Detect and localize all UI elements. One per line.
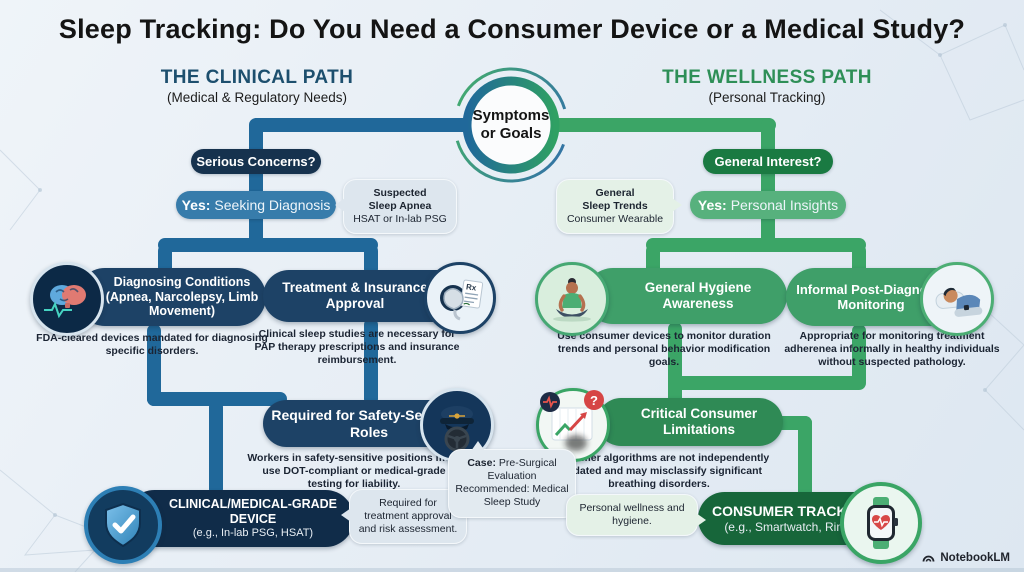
personal-insights-pill: Yes: Personal Insights — [690, 191, 846, 219]
symptoms-or-goals-label: Symptoms or Goals — [441, 55, 581, 195]
brain-icon — [30, 262, 104, 336]
pre-surgical-case-callout: Case: Pre-Surgical Evaluation Recommende… — [448, 441, 576, 518]
serious-concerns-label: Serious Concerns? — [196, 154, 316, 169]
callout-text: Personal wellness and hygiene. — [579, 502, 685, 528]
personal-wellness-callout: Personal wellness and hygiene. — [566, 494, 706, 537]
cpap-rx-icon: Rx — [424, 262, 496, 334]
flow-line-clinical-main — [249, 118, 263, 250]
general-hygiene-label: General Hygiene Awareness — [644, 280, 752, 311]
case-text: Pre-Surgical Evaluation Recommended: Med… — [455, 457, 569, 509]
center-line1: Symptoms — [472, 107, 550, 124]
svg-text:?: ? — [590, 393, 598, 408]
informal-monitoring-desc: Appropriate for monitoring treatment adh… — [784, 330, 1000, 368]
clinical-device-sublabel: (e.g., In-lab PSG, HSAT) — [192, 527, 314, 540]
treatment-insurance-label: Treatment & Insurance Approval — [282, 280, 428, 311]
critical-limitations-label: Critical Consumer Limitations — [640, 406, 758, 437]
page-title: Sleep Tracking: Do You Need a Consumer D… — [58, 14, 966, 44]
serious-concerns-pill: Serious Concerns? — [191, 149, 321, 174]
clinical-device-pill: CLINICAL/MEDICAL-GRADE DEVICE (e.g., In-… — [126, 490, 354, 547]
general-interest-label: General Interest? — [714, 154, 822, 169]
diagnosing-conditions-label: Diagnosing Conditions (Apnea, Narcolepsy… — [105, 274, 259, 319]
critical-limitations-pill: Critical Consumer Limitations — [597, 398, 783, 446]
flow-line-to-device — [209, 400, 223, 496]
general-hygiene-pill: General Hygiene Awareness — [585, 268, 787, 324]
flow-line-elbow-to-safety — [147, 392, 287, 406]
clinical-path-subtitle: (Medical & Regulatory Needs) — [166, 90, 348, 105]
flow-line-to-tracker — [798, 416, 812, 500]
callout-line: General — [595, 187, 635, 199]
general-hygiene-desc: Use consumer devices to monitor duration… — [557, 330, 771, 368]
bottom-edge-strip — [0, 568, 1024, 572]
callout-line: Sleep Trends — [582, 200, 648, 213]
flow-line-clinical-branch — [158, 238, 378, 252]
seeking-diagnosis-pill: Yes: Seeking Diagnosis — [176, 191, 336, 219]
flow-line-informal-down — [852, 324, 866, 388]
consumer-tracker-label: CONSUMER TRACKER — [712, 502, 866, 519]
flow-line-wellness-top — [552, 118, 776, 132]
callout-line: Consumer Wearable — [566, 213, 664, 226]
wellness-path-title: THE WELLNESS PATH — [662, 67, 872, 88]
wellness-path-header: THE WELLNESS PATH (Personal Tracking) — [612, 67, 922, 105]
symptoms-or-goals-node: Symptoms or Goals — [441, 55, 581, 195]
notebooklm-brand: NotebookLM — [921, 550, 1010, 565]
suspected-sleep-apnea-callout: Suspected Sleep Apnea HSAT or In-lab PSG — [335, 179, 457, 235]
sleep-trends-callout: General Sleep Trends Consumer Wearable — [556, 179, 682, 235]
safety-roles-desc: Workers in safety-sensitive positions mu… — [247, 452, 461, 490]
yes-prefix: Yes: — [697, 197, 727, 213]
clinical-path-header: THE CLINICAL PATH (Medical & Regulatory … — [102, 67, 412, 105]
general-interest-pill: General Interest? — [703, 149, 833, 174]
shield-check-icon — [84, 486, 162, 564]
symptoms-circle-graphic — [453, 67, 569, 183]
wellness-path-subtitle: (Personal Tracking) — [708, 90, 826, 105]
informal-monitoring-label: Informal Post-Diagnosis Monitoring — [796, 281, 946, 312]
treatment-approval-callout: Required for treatment approval and risk… — [341, 489, 467, 545]
callout-text: Required for treatment approval and risk… — [358, 497, 458, 536]
consumer-tracker-sublabel: (e.g., Smartwatch, Ring) — [724, 520, 854, 535]
critical-limitations-desc: Consumer algorithms are not independentl… — [548, 452, 770, 490]
flow-line-diagnosing-down — [147, 324, 161, 406]
personal-insights-label: Personal Insights — [730, 197, 839, 213]
center-line2: or Goals — [480, 125, 542, 142]
flow-line-treatment-down — [364, 318, 378, 406]
diagnosing-conditions-desc: FDA-cleared devices mandated for diagnos… — [36, 332, 268, 357]
clinical-device-label: CLINICAL/MEDICAL-GRADE DEVICE — [168, 496, 338, 526]
flow-line-clinical-top — [250, 118, 470, 132]
clinical-path-title: THE CLINICAL PATH — [160, 67, 354, 88]
flow-line-wellness-branch — [646, 238, 866, 252]
svg-text:Rx: Rx — [465, 282, 477, 292]
case-prefix: Case: — [467, 457, 496, 469]
notebooklm-label: NotebookLM — [940, 551, 1010, 564]
flow-line-hygiene-down — [668, 322, 682, 406]
seeking-diagnosis-label: Seeking Diagnosis — [214, 197, 331, 213]
callout-line: Suspected — [373, 187, 427, 199]
safety-roles-label: Required for Safety-Sensitive Roles — [271, 406, 467, 440]
smartwatch-icon — [840, 482, 922, 564]
callout-line: Sleep Apnea — [368, 200, 432, 213]
yes-prefix: Yes: — [181, 197, 211, 213]
meditation-icon — [535, 262, 609, 336]
notebooklm-icon — [922, 555, 935, 562]
treatment-insurance-desc: Clinical sleep studies are necessary for… — [254, 328, 460, 366]
flow-line-wellness-main — [761, 118, 775, 250]
diagnosing-conditions-pill: Diagnosing Conditions (Apnea, Narcolepsy… — [76, 268, 266, 326]
flow-line-clinical-drop-right — [364, 244, 378, 276]
sleeping-person-icon — [920, 262, 994, 336]
flow-line-cross-to-critical — [668, 376, 866, 390]
callout-line: HSAT or In-lab PSG — [353, 213, 447, 226]
